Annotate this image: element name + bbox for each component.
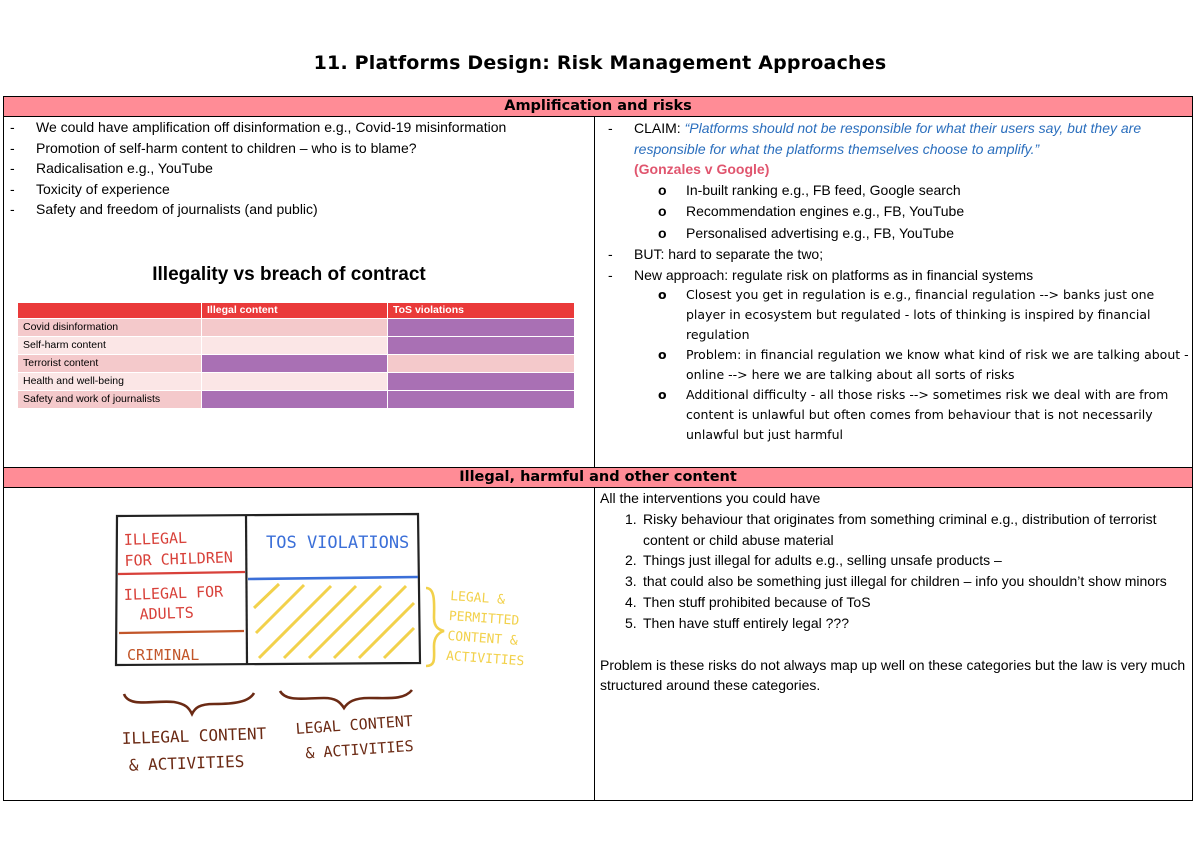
interventions-list: 1. Risky behaviour that originates from s… — [595, 509, 1192, 634]
section-header-amplification: Amplification and risks — [2, 96, 1194, 117]
sketch-label-tos: TOS VIOLATIONS — [266, 533, 409, 553]
page-title: 11. Platforms Design: Risk Management Ap… — [313, 52, 887, 74]
list-item: We could have amplification off disinfor… — [8, 117, 594, 138]
row-label: Health and well-being — [17, 371, 202, 391]
sketch-box-outline — [114, 512, 422, 667]
sketch-vertical-divider — [244, 514, 249, 665]
sketch-label-illegal-content: ILLEGAL CONTENT& ACTIVITIES — [121, 724, 267, 775]
header-cell: Illegal content — [201, 301, 388, 319]
notes-table: Amplification and risks We could have am… — [2, 96, 1194, 801]
illegal-cell — [201, 389, 388, 409]
item-text: Things just illegal for adults e.g., sel… — [643, 552, 1002, 569]
list-item: 2. Things just illegal for adults e.g., s… — [625, 550, 1192, 571]
approach-sublist: Closest you get in regulation is e.g., f… — [595, 285, 1192, 445]
list-item: Problem: in financial regulation we know… — [658, 345, 1192, 385]
illegal-cell — [201, 335, 388, 355]
illegality-table: Illegal content ToS violations Covid dis… — [17, 301, 575, 409]
list-item: BUT: hard to separate the two; — [606, 244, 1192, 265]
list-item: 4. Then stuff prohibited because of ToS — [625, 592, 1192, 613]
list-item: 3. that could also be something just ille… — [625, 571, 1192, 592]
row-label: Terrorist content — [17, 353, 202, 373]
sketch-divider-tos — [247, 575, 419, 581]
sketch-brace-legal-content — [278, 689, 414, 711]
claim-sublist: In-built ranking e.g., FB feed, Google s… — [595, 180, 1192, 245]
illegal-cell — [201, 353, 388, 373]
table-row: Covid disinformation — [17, 317, 575, 337]
list-item: Radicalisation e.g., YouTube — [8, 158, 594, 179]
sketch-cell: ILLEGALFOR CHILDREN TOS VIOLATIONS ILLEG… — [3, 487, 595, 801]
sketch-brace-legal — [425, 586, 445, 668]
table-row: Health and well-being — [17, 371, 575, 391]
sketch-label-illegal-children: ILLEGALFOR CHILDREN — [124, 527, 234, 570]
list-item: Recommendation engines e.g., FB, YouTube — [658, 201, 1192, 223]
item-number: 2. — [625, 552, 637, 569]
item-number: 4. — [625, 593, 637, 610]
sketch-legal-hatching — [252, 582, 416, 660]
list-item: Safety and freedom of journalists (and p… — [8, 199, 594, 220]
header-cell: ToS violations — [387, 301, 575, 319]
sketch-divider-children — [117, 570, 246, 576]
tos-cell — [387, 353, 575, 373]
tos-cell — [387, 389, 575, 409]
amplification-right-cell: CLAIM: “Platforms should not be responsi… — [593, 116, 1194, 468]
sketch-label-legal-content: LEGAL CONTENT& ACTIVITIES — [295, 712, 415, 763]
list-item: Personalised advertising e.g., FB, YouTu… — [658, 223, 1192, 245]
claim-list: CLAIM: “Platforms should not be responsi… — [595, 118, 1192, 180]
list-item: In-built ranking e.g., FB feed, Google s… — [658, 180, 1192, 202]
table-row: Terrorist content — [17, 353, 575, 373]
tos-cell — [387, 317, 575, 337]
list-item: 5. Then have stuff entirely legal ??? — [625, 613, 1192, 634]
list-item: Closest you get in regulation is e.g., f… — [658, 285, 1192, 345]
list-item: Additional difficulty - all those risks … — [658, 385, 1192, 445]
slide-title: Illegality vs breach of contract — [152, 263, 426, 285]
item-number: 1. — [625, 510, 637, 527]
interventions-intro: All the interventions you could have — [600, 490, 821, 506]
sketch-label-criminal: CRIMINAL — [127, 646, 199, 664]
claim-item: CLAIM: “Platforms should not be responsi… — [606, 118, 1192, 180]
row-label: Covid disinformation — [17, 317, 202, 337]
row-label: Safety and work of journalists — [17, 389, 202, 409]
item-text: Then have stuff entirely legal ??? — [643, 614, 849, 631]
sketch-label-illegal-adults: ILLEGAL FORADULTS — [124, 583, 226, 624]
item-number: 3. — [625, 573, 637, 590]
item-text: Then stuff prohibited because of ToS — [643, 593, 871, 610]
table-row: Self-harm content — [17, 335, 575, 355]
header-cell — [17, 301, 202, 319]
section-header-content: Illegal, harmful and other content — [2, 467, 1194, 488]
tos-cell — [387, 371, 575, 391]
list-item: Promotion of self-harm content to childr… — [8, 138, 594, 159]
illegal-cell — [201, 317, 388, 337]
table-header-row: Illegal content ToS violations — [17, 301, 575, 319]
item-text: Risky behaviour that originates from som… — [643, 510, 1157, 548]
list-item: New approach: regulate risk on platforms… — [606, 265, 1192, 286]
claim-source: (Gonzales v Google) — [634, 161, 770, 178]
amplification-left-cell: We could have amplification off disinfor… — [3, 116, 595, 468]
list-item: Toxicity of experience — [8, 179, 594, 200]
tos-cell — [387, 335, 575, 355]
claim-prefix: CLAIM: — [634, 120, 685, 136]
approach-list: BUT: hard to separate the two; New appro… — [595, 244, 1192, 285]
claim-quote: “Platforms should not be responsible for… — [634, 120, 1142, 157]
problem-statement: Problem is these risks do not always map… — [600, 656, 1186, 694]
table-row: Safety and work of journalists — [17, 389, 575, 409]
sketch-label-legal-permitted: LEGAL &PERMITTEDCONTENT &ACTIVITIES — [446, 589, 529, 669]
interventions-cell: All the interventions you could have 1. R… — [593, 487, 1194, 801]
sketch-divider-adults — [118, 629, 245, 635]
sketch-brace-illegal — [122, 692, 256, 717]
content-categories-sketch: ILLEGALFOR CHILDREN TOS VIOLATIONS ILLEG… — [114, 512, 529, 775]
item-text: that could also be something just illega… — [643, 573, 1167, 590]
item-number: 5. — [625, 614, 637, 631]
row-label: Self-harm content — [17, 335, 202, 355]
list-item: 1. Risky behaviour that originates from s… — [625, 509, 1192, 551]
illegal-cell — [201, 371, 388, 391]
amplification-risk-list: We could have amplification off disinfor… — [4, 117, 594, 220]
